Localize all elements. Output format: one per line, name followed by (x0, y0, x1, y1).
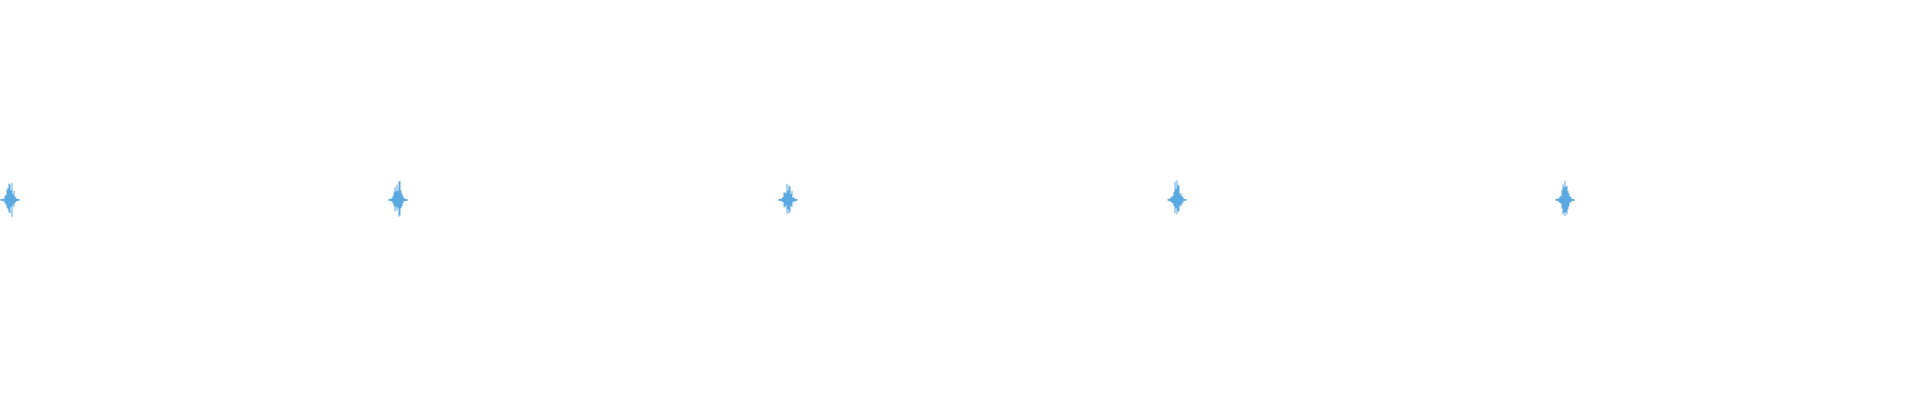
waveform-burst[interactable] (388, 180, 408, 217)
waveform-burst[interactable] (1555, 180, 1575, 216)
waveform-burst[interactable] (1167, 180, 1187, 215)
waveform-burst[interactable] (778, 183, 798, 214)
waveform-burst[interactable] (0, 182, 20, 217)
